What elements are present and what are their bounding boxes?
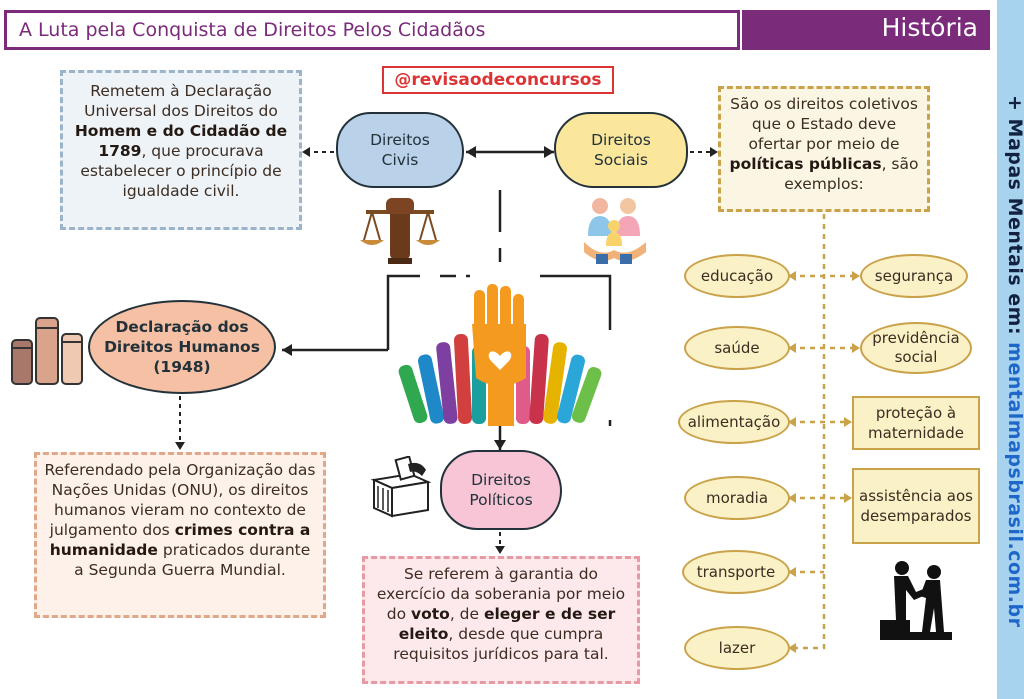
scales-fist-icon: [360, 198, 440, 264]
family-icon: [584, 198, 646, 264]
right-protecao-maternidade: proteção à maternidade: [852, 396, 980, 450]
declaracao-description: Referendado pela Organização das Nações …: [34, 452, 326, 618]
side-banner-prefix: + Mapas Mentais em:: [1004, 95, 1024, 343]
right-moradia: moradia: [684, 476, 790, 520]
sociais-description: São os direitos coletivos que o Estado d…: [718, 86, 930, 212]
side-banner: [997, 0, 1024, 699]
civis-description: Remetem à Declaração Universal dos Direi…: [60, 70, 302, 230]
subject-label: História: [742, 10, 990, 50]
right-transporte: transporte: [682, 550, 790, 594]
raised-hands-icon: [398, 284, 602, 426]
author-tag: @revisaodeconcursos: [382, 66, 614, 94]
right-educacao: educação: [684, 254, 790, 298]
right-assistencia: assistência aos desemparados: [852, 468, 980, 544]
right-seguranca: segurança: [860, 254, 968, 298]
right-previdencia: previdência social: [860, 322, 972, 374]
helping-hand-icon: [880, 561, 952, 640]
page-title: A Luta pela Conquista de Direitos Pelos …: [4, 10, 740, 50]
right-saude: saúde: [684, 326, 790, 370]
raised-fists-icon: [11, 317, 83, 385]
right-alimentacao: alimentação: [678, 400, 790, 444]
ballot-box-icon: [370, 456, 432, 518]
politicos-description: Se referem à garantia do exercício da so…: [362, 556, 640, 684]
right-lazer: lazer: [684, 626, 790, 670]
side-banner-text[interactable]: + Mapas Mentais em: mentalmapsbrasil.com…: [996, 95, 1024, 627]
side-banner-url[interactable]: mentalmapsbrasil.com.br: [1004, 342, 1024, 628]
